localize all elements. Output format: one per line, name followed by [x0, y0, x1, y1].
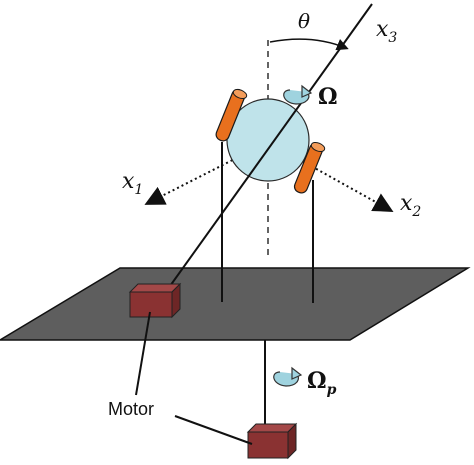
motor-box-upper — [128, 282, 182, 319]
motor-box-lower — [246, 422, 298, 460]
rotation-arrow-icon — [273, 366, 303, 387]
x1-label: x1 — [122, 169, 143, 198]
theta-label: θ — [298, 9, 310, 33]
x3-label: x3 — [376, 17, 397, 46]
omega-p-label: Ωp — [307, 368, 337, 398]
motor-label: Motor — [108, 399, 154, 419]
platform — [0, 267, 471, 341]
motor-leader-upper — [135, 311, 151, 396]
omega-label: Ω — [318, 84, 338, 110]
theta-arc — [269, 38, 349, 51]
x3-axis — [159, 3, 373, 301]
x2-label: x2 — [400, 191, 421, 220]
rotor-left — [215, 88, 248, 142]
x2-axis — [267, 141, 394, 212]
rotor-right — [293, 141, 326, 194]
motor-leader-lower — [174, 415, 253, 445]
rotation-arrow-icon — [283, 84, 313, 105]
